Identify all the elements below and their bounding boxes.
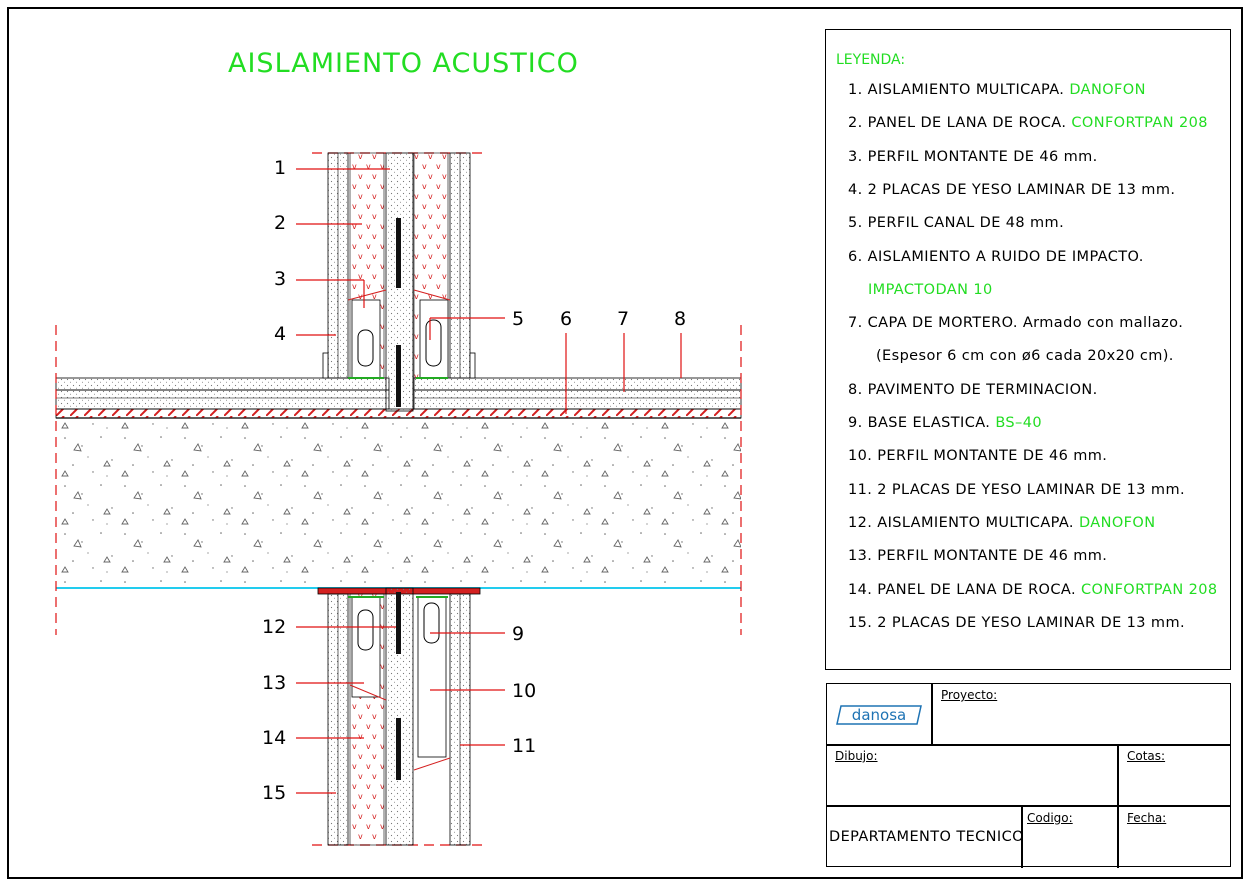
callout-3: 3 — [274, 268, 287, 290]
legend-item: 8. PAVIMENTO DE TERMINACION. — [848, 382, 1098, 398]
callout-11: 11 — [512, 735, 537, 757]
legend-item: 6. AISLAMIENTO A RUIDO DE IMPACTO. — [848, 249, 1144, 265]
title-block: danosa Proyecto: Dibujo: Cotas: Codigo: … — [826, 683, 1231, 868]
fecha-label: Fecha: — [1127, 811, 1167, 825]
legend-item-brand: DANOFON — [1078, 514, 1156, 531]
legend-item-brand: CONFORTPAN 208 — [1080, 581, 1218, 598]
legend-item-text: 15. 2 PLACAS DE YESO LAMINAR DE 13 mm. — [848, 614, 1185, 631]
legend-item: (Espesor 6 cm con ø6 cada 20x20 cm). — [876, 348, 1174, 364]
legend-panel: LEYENDA: 1. AISLAMIENTO MULTICAPA. DANOF… — [825, 29, 1231, 670]
callout-7: 7 — [617, 308, 630, 330]
callout-4: 4 — [274, 323, 287, 345]
legend-item: 14. PANEL DE LANA DE ROCA. CONFORTPAN 20… — [848, 582, 1217, 598]
legend-item: 12. AISLAMIENTO MULTICAPA. DANOFON — [848, 515, 1155, 531]
upper-partition-wall — [322, 152, 476, 412]
callout-15: 15 — [262, 782, 287, 804]
legend-item: 13. PERFIL MONTANTE DE 46 mm. — [848, 548, 1107, 564]
legend-item-brand: BS–40 — [995, 415, 1042, 431]
legend-item-text: 10. PERFIL MONTANTE DE 46 mm. — [848, 448, 1108, 465]
lower-partition-wall — [317, 587, 481, 846]
legend-item: 7. CAPA DE MORTERO. Armado con mallazo. — [848, 315, 1183, 331]
callout-6: 6 — [560, 308, 573, 330]
floor-layers — [55, 377, 742, 419]
legend-item: 15. 2 PLACAS DE YESO LAMINAR DE 13 mm. — [848, 615, 1185, 631]
legend-item-text: 9. BASE ELASTICA. — [848, 415, 991, 431]
legend-item-text: 2. PANEL DE LANA DE ROCA. — [848, 115, 1067, 132]
callout-10: 10 — [512, 680, 537, 702]
legend-item: 4. 2 PLACAS DE YESO LAMINAR DE 13 mm. — [848, 182, 1175, 198]
legend-item-text: 1. AISLAMIENTO MULTICAPA. — [848, 82, 1065, 98]
legend-item-text: 3. PERFIL MONTANTE DE 46 mm. — [848, 148, 1098, 165]
legend-item-text: 5. PERFIL CANAL DE 48 mm. — [848, 215, 1065, 232]
callout-1: 1 — [274, 157, 287, 179]
drawing-title: AISLAMIENTO ACUSTICO — [228, 48, 579, 79]
callout-5: 5 — [512, 308, 525, 330]
legend-item: 9. BASE ELASTICA. BS–40 — [848, 415, 1042, 431]
legend-item-text: (Espesor 6 cm con ø6 cada 20x20 cm). — [876, 348, 1174, 365]
department-name: DEPARTAMENTO TECNICO — [829, 829, 1024, 845]
callout-9: 9 — [512, 623, 525, 645]
callout-12: 12 — [262, 616, 287, 638]
legend-title: LEYENDA: — [836, 52, 906, 68]
legend-item: 2. PANEL DE LANA DE ROCA. CONFORTPAN 208 — [848, 115, 1208, 131]
callout-8: 8 — [674, 308, 687, 330]
legend-item: 10. PERFIL MONTANTE DE 46 mm. — [848, 448, 1107, 464]
legend-item-brand: DANOFON — [1069, 82, 1146, 98]
callout-2: 2 — [274, 212, 287, 234]
danosa-logo: danosa — [836, 705, 922, 725]
legend-item-text: 12. AISLAMIENTO MULTICAPA. — [848, 514, 1074, 531]
legend-item-text: 13. PERFIL MONTANTE DE 46 mm. — [848, 548, 1108, 565]
legend-item-text: 6. AISLAMIENTO A RUIDO DE IMPACTO. — [848, 248, 1144, 265]
dibujo-label: Dibujo: — [835, 749, 878, 763]
proyecto-label: Proyecto: — [941, 688, 998, 702]
legend-item: 11. 2 PLACAS DE YESO LAMINAR DE 13 mm. — [848, 482, 1185, 498]
logo-text: danosa — [852, 706, 906, 724]
callout-14: 14 — [262, 727, 287, 749]
legend-item: 5. PERFIL CANAL DE 48 mm. — [848, 215, 1064, 231]
legend-item-text: 11. 2 PLACAS DE YESO LAMINAR DE 13 mm. — [848, 481, 1185, 498]
sheet-border — [7, 7, 1243, 879]
concrete-slab — [56, 417, 741, 589]
legend-item-text: 7. CAPA DE MORTERO. Armado con mallazo. — [848, 315, 1184, 332]
codigo-label: Codigo: — [1027, 811, 1073, 825]
legend-item: 1. AISLAMIENTO MULTICAPA. DANOFON — [848, 82, 1146, 98]
legend-item-text: 4. 2 PLACAS DE YESO LAMINAR DE 13 mm. — [848, 181, 1176, 198]
legend-item-text: 8. PAVIMENTO DE TERMINACION. — [848, 381, 1098, 398]
cotas-label: Cotas: — [1127, 749, 1166, 763]
leader-lines — [296, 168, 682, 794]
legend-item-brand: CONFORTPAN 208 — [1071, 115, 1208, 132]
legend-item-text: 14. PANEL DE LANA DE ROCA. — [848, 581, 1076, 598]
callout-13: 13 — [262, 672, 287, 694]
legend-item: IMPACTODAN 10 — [868, 282, 993, 298]
legend-item: 3. PERFIL MONTANTE DE 46 mm. — [848, 149, 1098, 165]
legend-item-brand: IMPACTODAN 10 — [868, 281, 993, 298]
